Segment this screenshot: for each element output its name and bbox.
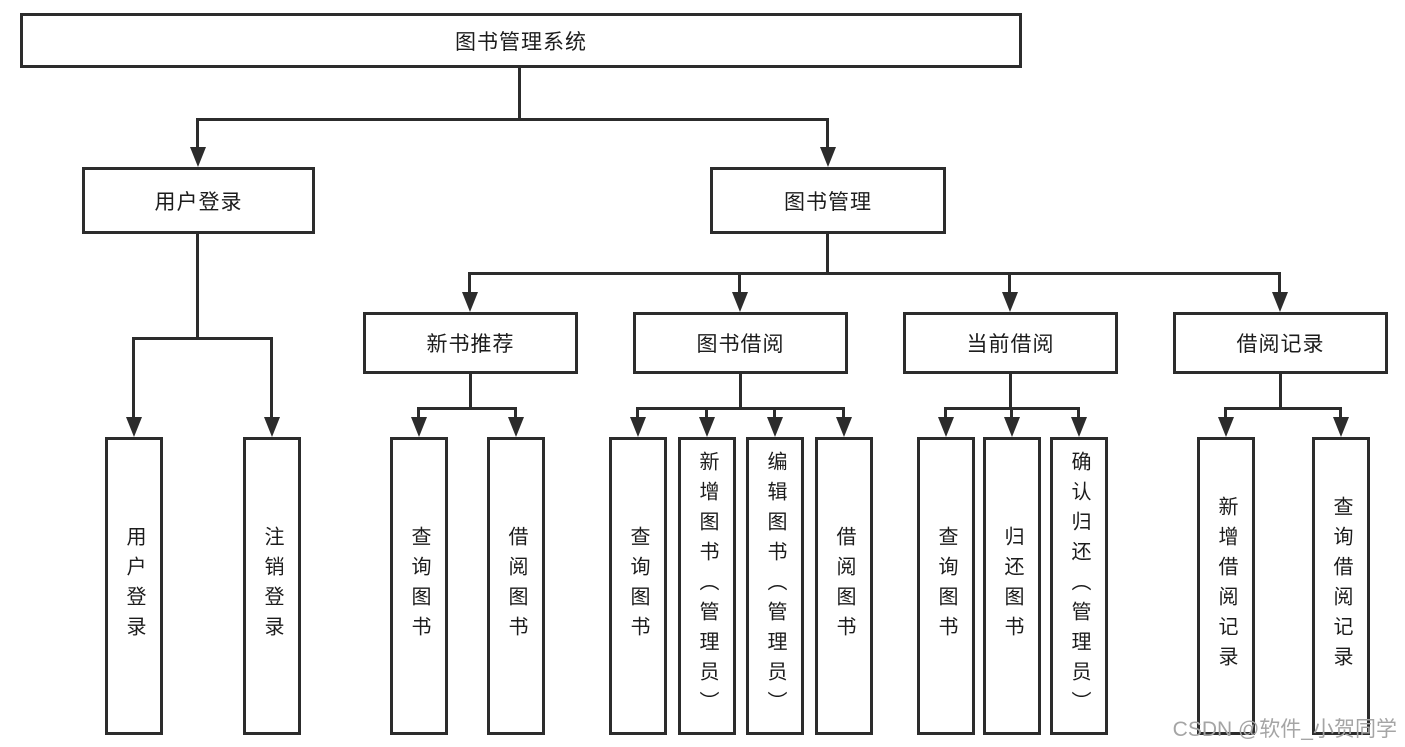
- node-borrow-records: 借阅记录: [1173, 312, 1388, 374]
- node-label: 图书借阅: [696, 333, 785, 356]
- leaf-label: 查询图书: [408, 526, 430, 646]
- connector-line: [468, 272, 1281, 275]
- node-book-borrow: 图书借阅: [633, 312, 848, 374]
- leaf-logout: 注销登录: [243, 437, 301, 735]
- leaf-label: 借阅图书: [505, 526, 527, 646]
- leaf-label: 新增借阅记录: [1215, 496, 1237, 676]
- arrow-down-connector: [270, 337, 273, 417]
- node-current-borrow: 当前借阅: [903, 312, 1118, 374]
- arrow-down-connector: [842, 407, 845, 417]
- leaf-user-login: 用户登录: [105, 437, 163, 735]
- leaf-label: 查询借阅记录: [1330, 496, 1352, 676]
- connector-line: [196, 118, 829, 121]
- leaf-query-books-current: 查询图书: [917, 437, 975, 735]
- leaf-add-borrow-record: 新增借阅记录: [1197, 437, 1255, 735]
- leaf-label: 确认归还（管理员）: [1068, 451, 1090, 721]
- arrow-down-connector: [468, 272, 471, 292]
- leaf-query-books-recommend: 查询图书: [390, 437, 448, 735]
- leaf-return-books: 归还图书: [983, 437, 1041, 735]
- arrow-down-connector: [1008, 272, 1011, 292]
- arrow-down-connector: [1224, 407, 1227, 417]
- connector-line: [469, 374, 472, 407]
- watermark: CSDN @软件_小贺同学: [1172, 718, 1397, 741]
- arrow-down-connector: [1278, 272, 1281, 292]
- leaf-borrow-books-recommend: 借阅图书: [487, 437, 545, 735]
- connector-line: [1009, 374, 1012, 407]
- node-book-management: 图书管理: [710, 167, 946, 234]
- connector-line: [636, 407, 845, 410]
- arrow-down-connector: [1077, 407, 1080, 417]
- leaf-add-book-admin: 新增图书（管理员）: [678, 437, 736, 735]
- leaf-confirm-return-admin: 确认归还（管理员）: [1050, 437, 1108, 735]
- leaf-query-borrow-record: 查询借阅记录: [1312, 437, 1370, 735]
- leaf-label: 新增图书（管理员）: [696, 451, 718, 721]
- connector-line: [739, 374, 742, 407]
- leaf-borrow-books: 借阅图书: [815, 437, 873, 735]
- node-label: 图书管理: [784, 190, 872, 214]
- leaf-edit-book-admin: 编辑图书（管理员）: [746, 437, 804, 735]
- leaf-label: 归还图书: [1001, 526, 1023, 646]
- arrow-down-connector: [636, 407, 639, 417]
- connector-line: [826, 234, 829, 272]
- arrow-down-connector: [738, 272, 741, 292]
- arrow-down-connector: [826, 118, 829, 147]
- node-label: 图书管理系统: [455, 30, 587, 54]
- arrow-down-connector: [1339, 407, 1342, 417]
- node-label: 当前借阅: [966, 333, 1055, 356]
- leaf-label: 查询图书: [627, 526, 649, 646]
- arrow-down-connector: [773, 407, 776, 417]
- connector-line: [132, 337, 273, 340]
- connector-line: [1224, 407, 1342, 410]
- node-root: 图书管理系统: [20, 13, 1022, 68]
- leaf-label: 编辑图书（管理员）: [764, 451, 786, 721]
- node-user-login: 用户登录: [82, 167, 315, 234]
- leaf-label: 注销登录: [261, 526, 283, 646]
- connector-line: [417, 407, 517, 410]
- connector-line: [196, 234, 199, 337]
- leaf-label: 借阅图书: [833, 526, 855, 646]
- leaf-label: 用户登录: [123, 526, 145, 646]
- node-label: 借阅记录: [1236, 333, 1325, 356]
- leaf-label: 查询图书: [935, 526, 957, 646]
- node-new-book-recommend: 新书推荐: [363, 312, 578, 374]
- leaf-query-books-borrow: 查询图书: [609, 437, 667, 735]
- arrow-down-connector: [196, 118, 199, 147]
- node-label: 新书推荐: [426, 333, 515, 356]
- arrow-down-connector: [514, 407, 517, 417]
- connector-line: [1279, 374, 1282, 407]
- arrow-down-connector: [944, 407, 947, 417]
- arrow-down-connector: [705, 407, 708, 417]
- arrow-down-connector: [132, 337, 135, 417]
- node-label: 用户登录: [154, 190, 243, 214]
- connector-line: [518, 68, 521, 118]
- arrow-down-connector: [1010, 407, 1013, 417]
- arrow-down-connector: [417, 407, 420, 417]
